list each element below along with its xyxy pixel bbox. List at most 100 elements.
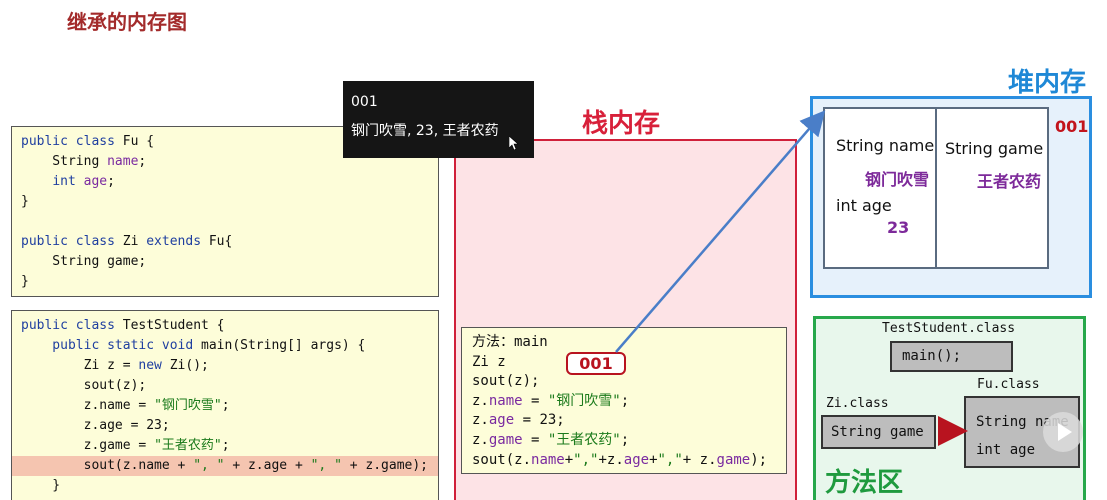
code-line: 方法：main [472, 333, 786, 353]
code-token: sout(z.name + [21, 458, 194, 473]
code-token: extends [146, 234, 209, 249]
play-icon[interactable] [1043, 412, 1083, 452]
code-line-highlighted: sout(z.name + ", " + z.age + ", " + z.ga… [12, 456, 438, 476]
code-token: name [488, 392, 523, 409]
output-tooltip: 001 钢门吹雪, 23, 王者农药 [343, 81, 534, 158]
code-line: String game; [21, 252, 438, 272]
code-token: = [522, 431, 548, 448]
code-token: Zi(); [169, 358, 209, 373]
code-line: public class TestStudent { [21, 316, 438, 336]
code-token: = [522, 392, 548, 409]
code-line: sout(z); [21, 376, 438, 396]
code-token: + z. [682, 451, 717, 468]
code-token: ", " [310, 458, 342, 473]
code-token: game [488, 431, 523, 448]
code-token: z.game = [21, 438, 155, 453]
code-token: int [52, 174, 84, 189]
code-token: public class [21, 134, 123, 149]
code-token: ; [620, 431, 630, 448]
heap-field-age-label: int age [836, 196, 892, 215]
code-token: z.age = 23; [21, 418, 170, 433]
code-token: String game; [21, 254, 147, 269]
code-token [21, 174, 52, 189]
heap-field-name-label: String name [836, 136, 935, 155]
code-line: } [21, 476, 438, 496]
code-token: } [21, 194, 29, 209]
code-token: + [649, 451, 658, 468]
code-line: int age; [21, 172, 438, 192]
code-token: ; [138, 154, 147, 169]
code-token: "王者农药" [547, 431, 621, 448]
code-line [21, 212, 438, 232]
code-token: sout(z. [472, 451, 532, 468]
code-token: z.name = [21, 398, 155, 413]
code-line: public class Zi extends Fu{ [21, 232, 438, 252]
stack-memory-title: 栈内存 [582, 109, 661, 139]
tooltip-address: 001 [351, 94, 378, 110]
code-token: new [138, 358, 170, 373]
code-line: public static void main(String[] args) { [21, 336, 438, 356]
main-method-box: main(); [890, 341, 1013, 372]
code-token: ", " [193, 458, 225, 473]
fu-class-field-age: int age [976, 442, 1036, 458]
heap-field-age-value: 23 [887, 218, 910, 237]
code-token: ; [620, 392, 630, 409]
code-line: z.name = "钢门吹雪"; [21, 396, 438, 416]
heap-object-divider [935, 107, 937, 269]
code-token: } [21, 274, 29, 289]
code-token: z. [472, 412, 489, 429]
method-area-title: 方法区 [825, 468, 904, 498]
code-line: Zi z [472, 353, 786, 373]
code-line: } [21, 192, 438, 212]
code-line: sout(z.name+","+z.age+","+ z.game); [472, 451, 786, 471]
code-line: z.age = 23; [21, 416, 438, 436]
code-block-test-student: public class TestStudent { public static… [11, 310, 439, 500]
mouse-cursor-icon [509, 136, 519, 150]
code-token: Fu { [122, 134, 155, 149]
test-student-class-label: TestStudent.class [882, 321, 1016, 336]
code-line: Zi z = new Zi(); [21, 356, 438, 376]
code-token: TestStudent { [122, 318, 225, 333]
code-token: Zi z = [21, 358, 139, 373]
code-line: z.age = 23; [472, 411, 786, 431]
code-token: sout(z); [472, 373, 540, 390]
code-token: Zi [122, 234, 147, 249]
code-line: z.name = "钢门吹雪"; [472, 392, 786, 412]
code-token: + z.age + [224, 458, 311, 473]
code-line: public class Fu { [21, 132, 438, 152]
code-token: ; [221, 398, 230, 413]
zi-class-label: Zi.class [826, 396, 889, 411]
heap-field-game-label: String game [945, 139, 1044, 158]
code-token: ); [750, 451, 768, 468]
code-token: ; [221, 438, 230, 453]
code-token: String [21, 154, 108, 169]
tooltip-output: 钢门吹雪, 23, 王者农药 [351, 123, 499, 139]
code-token: z. [472, 392, 489, 409]
reference-address-badge: 001 [566, 352, 626, 375]
code-token: ; [107, 174, 115, 189]
code-token: main(String[] args) { [201, 338, 366, 353]
code-token: public class [21, 234, 123, 249]
code-line: sout(z); [472, 372, 786, 392]
code-token: "," [573, 451, 599, 468]
code-line: z.game = "王者农药"; [21, 436, 438, 456]
heap-field-name-value: 钢门吹雪 [865, 170, 930, 189]
code-token: public static void [21, 338, 202, 353]
code-token: = 23; [514, 412, 565, 429]
code-token: name [531, 451, 565, 468]
code-token: "钢门吹雪" [154, 398, 222, 413]
heap-field-game-value: 王者农药 [977, 172, 1042, 191]
code-token: +z. [598, 451, 624, 468]
code-token: + [564, 451, 574, 468]
code-token: "钢门吹雪" [547, 392, 621, 409]
zi-class-box: String game [821, 415, 936, 449]
code-token: Zi z [472, 353, 506, 370]
page-title: 继承的内存图 [67, 10, 187, 34]
code-token: Fu{ [208, 234, 233, 249]
code-line: } [21, 272, 438, 292]
code-token: } [21, 478, 61, 493]
code-token: z. [472, 431, 489, 448]
code-line: String name; [21, 152, 438, 172]
code-token: age [488, 412, 515, 429]
code-token: + z.game); [341, 458, 428, 473]
